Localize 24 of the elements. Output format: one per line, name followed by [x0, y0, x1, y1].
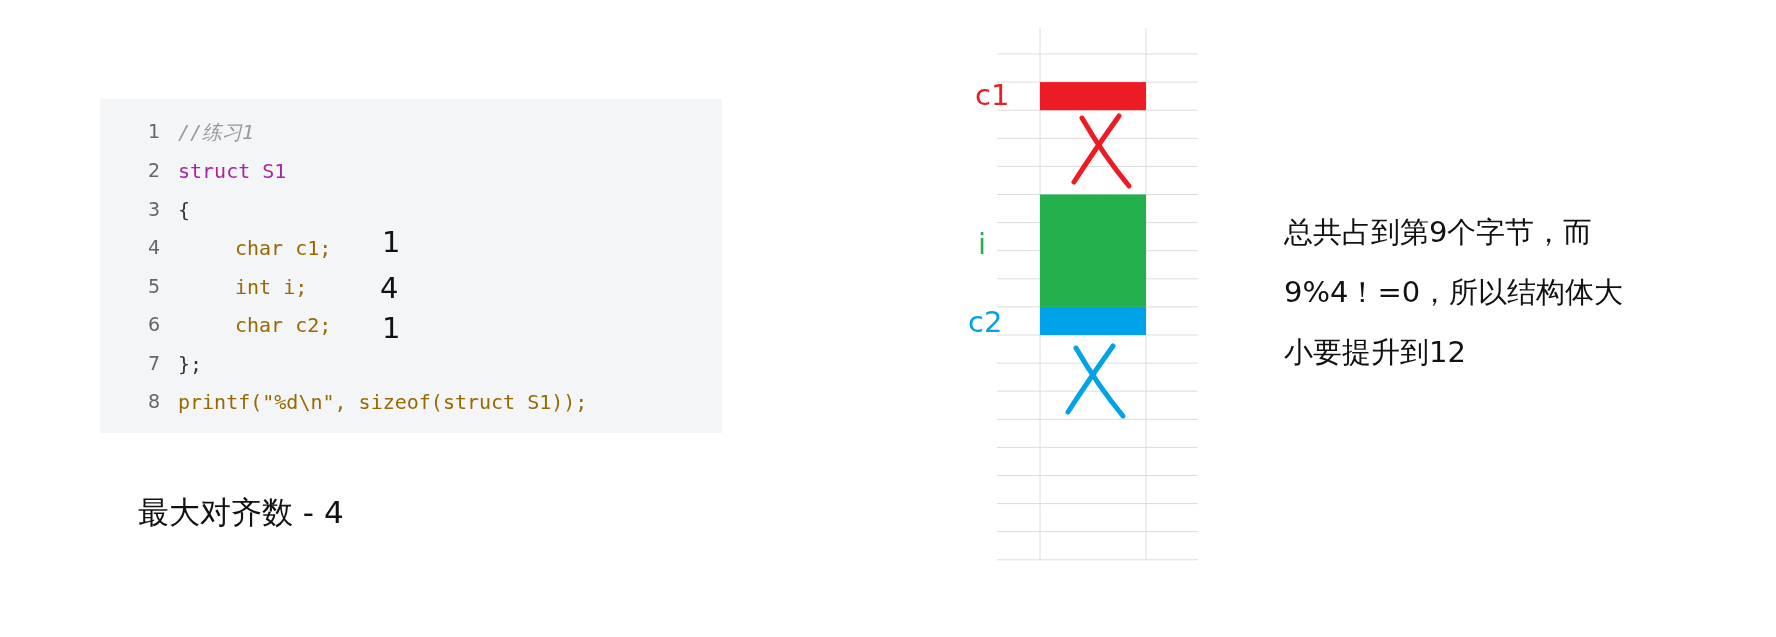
- code-line: {: [178, 200, 191, 220]
- line-number: 1: [146, 122, 160, 141]
- line-number: 6: [146, 315, 160, 334]
- explanation-text: 总共占到第9个字节，而9%4！=0，所以结构体大小要提升到12: [1284, 214, 1625, 371]
- code-line: char c1;: [235, 238, 332, 258]
- note-text: 最大对齐数 - 4: [138, 497, 344, 528]
- line-number: 7: [146, 354, 160, 373]
- size-annotation: 1: [382, 228, 401, 257]
- code-line: int i;: [235, 277, 308, 297]
- member-label: i: [978, 230, 987, 259]
- size-annotation: 4: [380, 274, 399, 303]
- code-line: printf("%d\n", sizeof(struct S1));: [178, 392, 588, 412]
- member-label: c1: [975, 81, 1010, 110]
- code-line: struct S1: [178, 161, 287, 181]
- code-line: };: [178, 354, 203, 374]
- member-label: c2: [968, 308, 1003, 337]
- line-number: 4: [146, 238, 160, 257]
- line-number: 8: [146, 392, 160, 411]
- code-line: char c2;: [235, 315, 332, 335]
- code-comment: //练习1: [178, 122, 255, 142]
- size-annotation: 1: [382, 314, 401, 343]
- line-number: 5: [146, 277, 160, 296]
- line-number: 3: [146, 200, 160, 219]
- line-number: 2: [146, 161, 160, 180]
